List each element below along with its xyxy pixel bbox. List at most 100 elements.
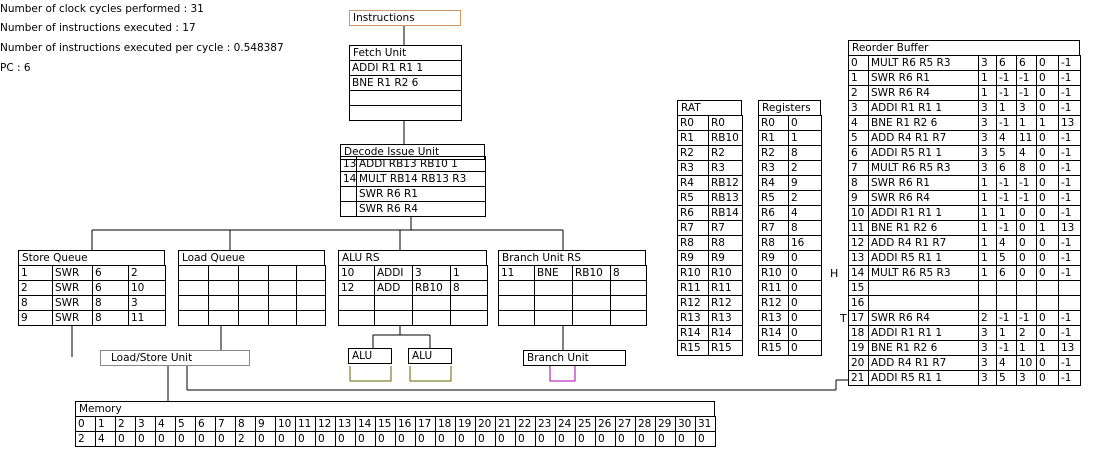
rob-cell: 2 [1016,325,1037,341]
memory-cell: 14 [355,416,376,432]
rob-cell: 1 [978,85,997,101]
rob-cell: 3 [1016,100,1037,116]
rob-cell: ADD R4 R1 R7 [868,130,979,146]
rob-cell [996,280,1017,296]
memory-cell: 18 [435,416,456,432]
memory-cell: 0 [475,431,496,447]
memory-cell: 0 [395,431,416,447]
rob-cell: -1 [996,340,1017,356]
rob-cell: 1 [978,205,997,221]
rob-cell: -1 [996,220,1017,236]
rob-cell: -1 [1016,310,1037,326]
rob-cell: ADDI R1 R1 1 [868,325,979,341]
rob-cell: 1 [1036,220,1059,236]
rob-cell: 0 [1036,235,1059,251]
memory-cell: 0 [435,431,456,447]
rob-cell: 0 [1036,265,1059,281]
memory-cell: 0 [455,431,476,447]
rob-cell: 1 [978,70,997,86]
rob-cell: MULT R6 R5 R3 [868,160,979,176]
rob-cell: SWR R6 R4 [868,190,979,206]
rob-cell: 5 [996,370,1017,386]
rob-cell: 2 [978,310,997,326]
memory-cell: 10 [275,416,296,432]
rob-cell: 16 [848,295,869,311]
rob-cell: 10 [848,205,869,221]
memory-cell: 21 [495,416,516,432]
rob-cell: 0 [1036,160,1059,176]
rob-cell: 6 [996,55,1017,71]
rob-cell: -1 [1058,190,1081,206]
memory-cell: 0 [255,431,276,447]
memory-cell: 29 [655,416,676,432]
pc-text: PC : 6 [0,62,31,74]
memory-cell: 0 [175,431,196,447]
rob-cell: 3 [978,115,997,131]
rob-cell: 19 [848,340,869,356]
rob-cell: ADDI R1 R1 1 [868,100,979,116]
memory-cell: 31 [695,416,716,432]
rob-cell: BNE R1 R2 6 [868,220,979,236]
rob-cell: 0 [1016,235,1037,251]
memory-cell: 30 [675,416,696,432]
rob-cell: 1 [996,205,1017,221]
rob-cell: -1 [996,70,1017,86]
branch-rs-title: Branch Unit RS [498,250,646,266]
rob-cell: 11 [1016,130,1037,146]
rob-cell: -1 [1058,205,1081,221]
memory-cell: 0 [415,431,436,447]
memory-cell: 0 [315,431,336,447]
rob-cell: SWR R6 R4 [868,85,979,101]
rob-cell: 1 [996,100,1017,116]
rob-cell: 0 [1036,310,1059,326]
table-row [349,105,462,121]
rob-cell: 0 [1036,130,1059,146]
memory-cell: 0 [575,431,596,447]
rob-cell: 20 [848,355,869,371]
rob-cell [868,295,979,311]
memory-cell: 0 [215,431,236,447]
memory-cell: 13 [335,416,356,432]
rob-cell: 1 [978,175,997,191]
rob-cell: -1 [1058,310,1081,326]
rob-cell: SWR R6 R1 [868,175,979,191]
rob-cell: 0 [1036,70,1059,86]
memory-cell: 0 [295,431,316,447]
rob-cell: -1 [1016,175,1037,191]
rob-cell: ADDI R5 R1 1 [868,370,979,386]
rob-cell: -1 [996,190,1017,206]
rob-cell [978,280,997,296]
rob-cell: 5 [996,145,1017,161]
rob-cell: 6 [1016,55,1037,71]
rob-cell [1058,280,1081,296]
table-row: BNE R1 R2 6 [349,75,462,91]
table-row: SWR R6 R4 [340,201,486,217]
rob-cell: 5 [848,130,869,146]
memory-cell: 0 [695,431,716,447]
table-row [178,295,326,311]
memory-cell: 3 [135,416,156,432]
rob-cell: ADDI R1 R1 1 [868,205,979,221]
rob-cell: 7 [848,160,869,176]
